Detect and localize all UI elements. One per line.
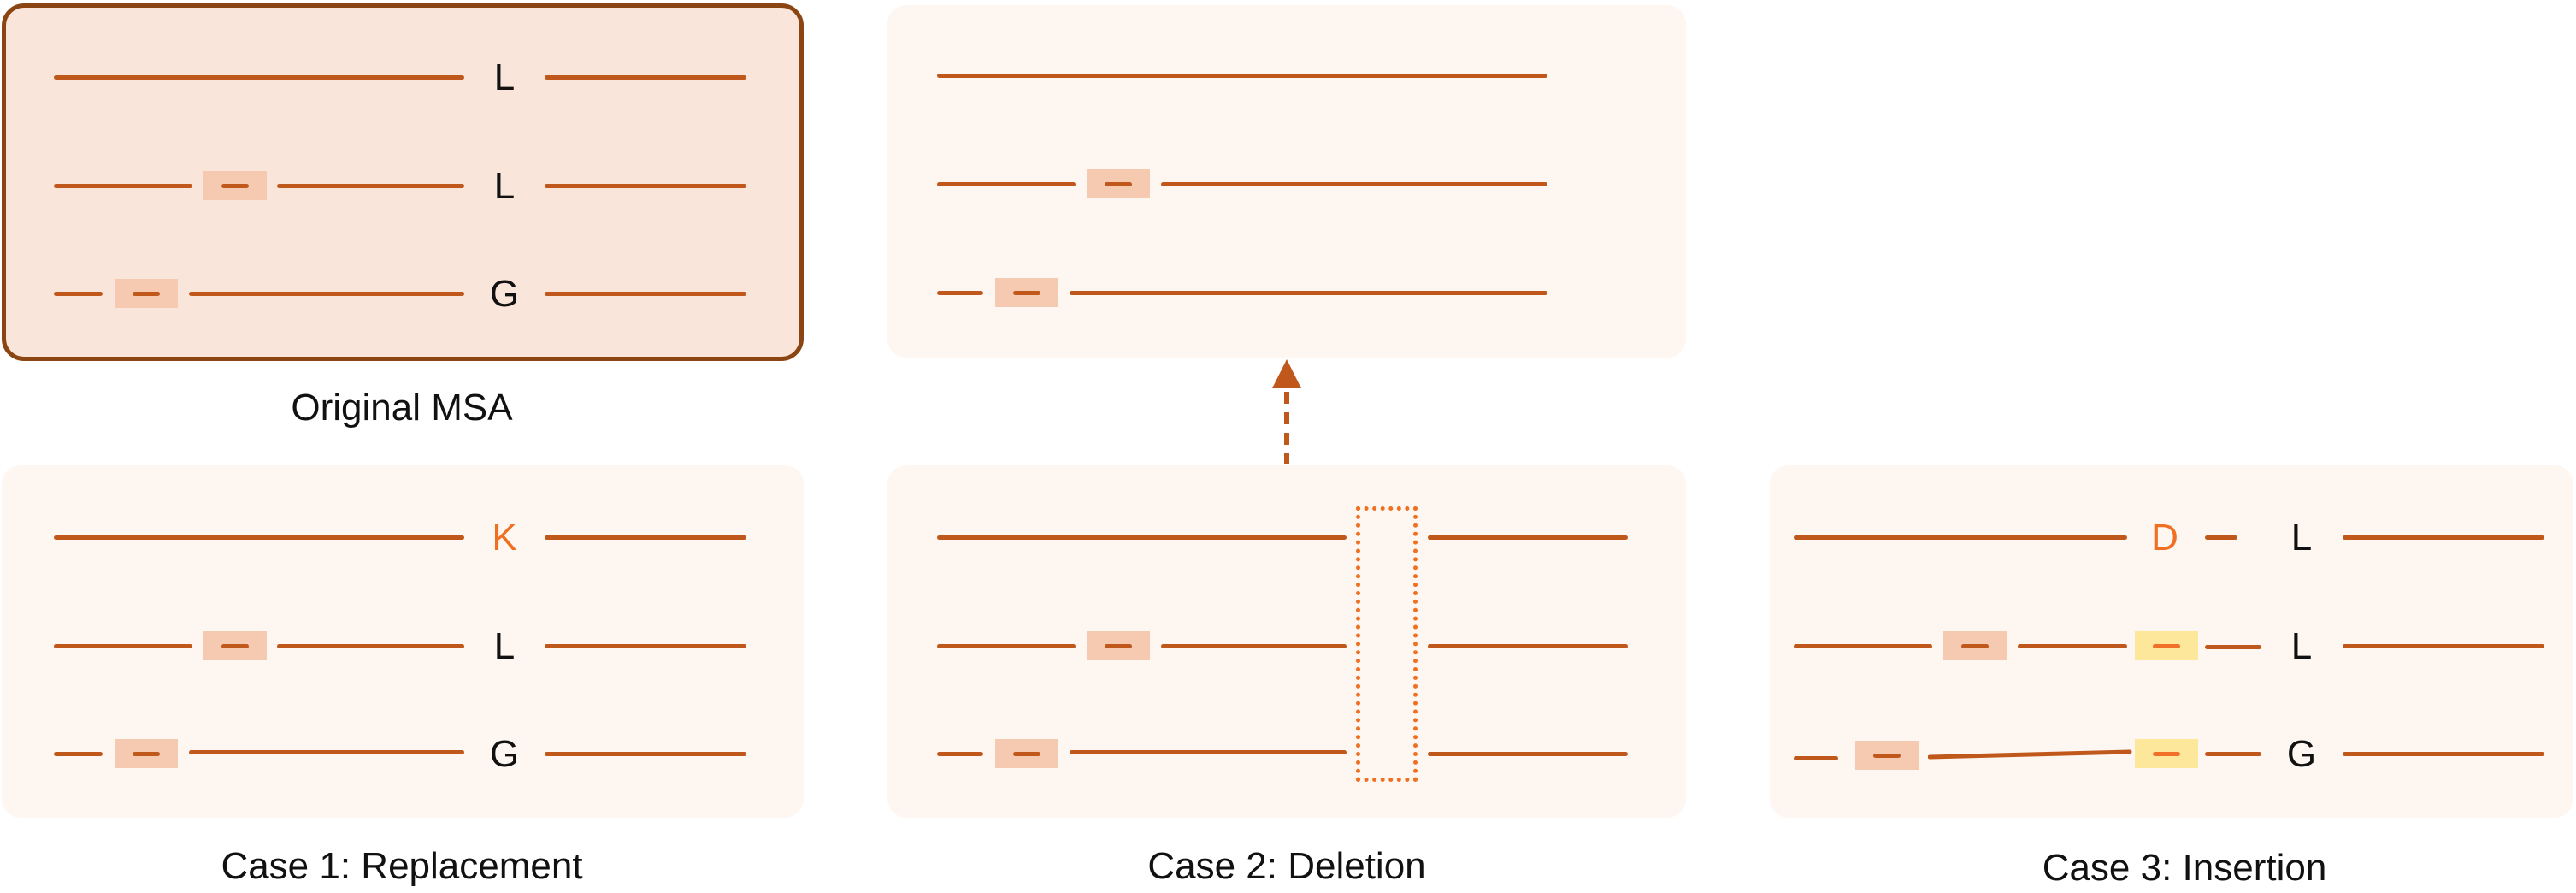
sequence-segment <box>545 292 746 296</box>
arrow-up-icon <box>1272 359 1301 464</box>
gap-dash <box>133 292 160 296</box>
sequence-segment <box>2205 752 2261 756</box>
sequence-segment <box>937 535 1347 540</box>
sequence-segment <box>54 644 192 648</box>
sequence-segment <box>937 74 1547 78</box>
sequence-segment <box>1070 291 1547 295</box>
replaced-residue-label: K <box>492 517 517 559</box>
sequence-segment <box>545 752 746 756</box>
residue-label: G <box>2286 733 2317 775</box>
residue-label: L <box>493 165 516 207</box>
sequence-segment <box>937 182 1076 186</box>
sequence-segment <box>189 292 464 296</box>
sequence-segment <box>2343 752 2544 756</box>
sequence-segment <box>2343 644 2544 648</box>
sequence-segment <box>1428 535 1628 540</box>
sequence-segment <box>937 752 983 756</box>
sequence-segment <box>54 184 192 188</box>
sequence-segment <box>545 535 746 540</box>
deleted-column-box <box>1356 506 1418 782</box>
sequence-segment <box>1794 756 1838 760</box>
gap-dash <box>1105 182 1132 186</box>
insertion-gap-dash <box>2153 644 2180 648</box>
gap-dash <box>1013 291 1040 295</box>
residue-label: L <box>2290 517 2313 559</box>
residue-label: L <box>493 625 516 667</box>
sequence-segment <box>2205 535 2237 540</box>
sequence-segment <box>937 291 983 295</box>
gap-dash <box>1013 752 1040 756</box>
sequence-segment <box>189 750 464 754</box>
residue-label: G <box>489 273 520 315</box>
sequence-segment <box>1428 644 1628 648</box>
residue-label: G <box>489 733 520 775</box>
sequence-segment <box>545 75 746 80</box>
inserted-residue-label: D <box>2151 517 2178 559</box>
insertion-gap-dash <box>2153 752 2180 756</box>
gap-dash <box>1961 644 1989 648</box>
sequence-segment <box>1794 535 2127 540</box>
sequence-segment <box>54 75 464 80</box>
gap-dash <box>221 184 249 188</box>
sequence-segment <box>2343 535 2544 540</box>
gap-dash <box>1873 754 1901 758</box>
sequence-segment <box>1428 752 1628 756</box>
sequence-segment <box>277 184 464 188</box>
sequence-segment <box>1928 749 2132 760</box>
sequence-segment <box>1070 750 1347 754</box>
sequence-segment <box>937 644 1076 648</box>
sequence-segment <box>545 644 746 648</box>
sequence-segment <box>54 752 103 756</box>
case3-caption: Case 3: Insertion <box>2042 847 2327 889</box>
case1-caption: Case 1: Replacement <box>221 845 583 887</box>
sequence-segment <box>2018 644 2127 648</box>
gap-dash <box>221 644 249 648</box>
residue-label: L <box>2290 625 2313 667</box>
sequence-segment <box>1794 644 1932 648</box>
sequence-segment <box>54 292 103 296</box>
sequence-segment <box>2205 645 2261 649</box>
sequence-segment <box>1161 182 1547 186</box>
sequence-segment <box>1161 644 1347 648</box>
sequence-segment <box>54 535 464 540</box>
residue-label: L <box>493 56 516 98</box>
sequence-segment <box>545 184 746 188</box>
gap-dash <box>1105 644 1132 648</box>
case2-caption: Case 2: Deletion <box>1147 845 1426 887</box>
original-msa-caption: Original MSA <box>291 387 513 429</box>
gap-dash <box>133 752 160 756</box>
sequence-segment <box>277 644 464 648</box>
